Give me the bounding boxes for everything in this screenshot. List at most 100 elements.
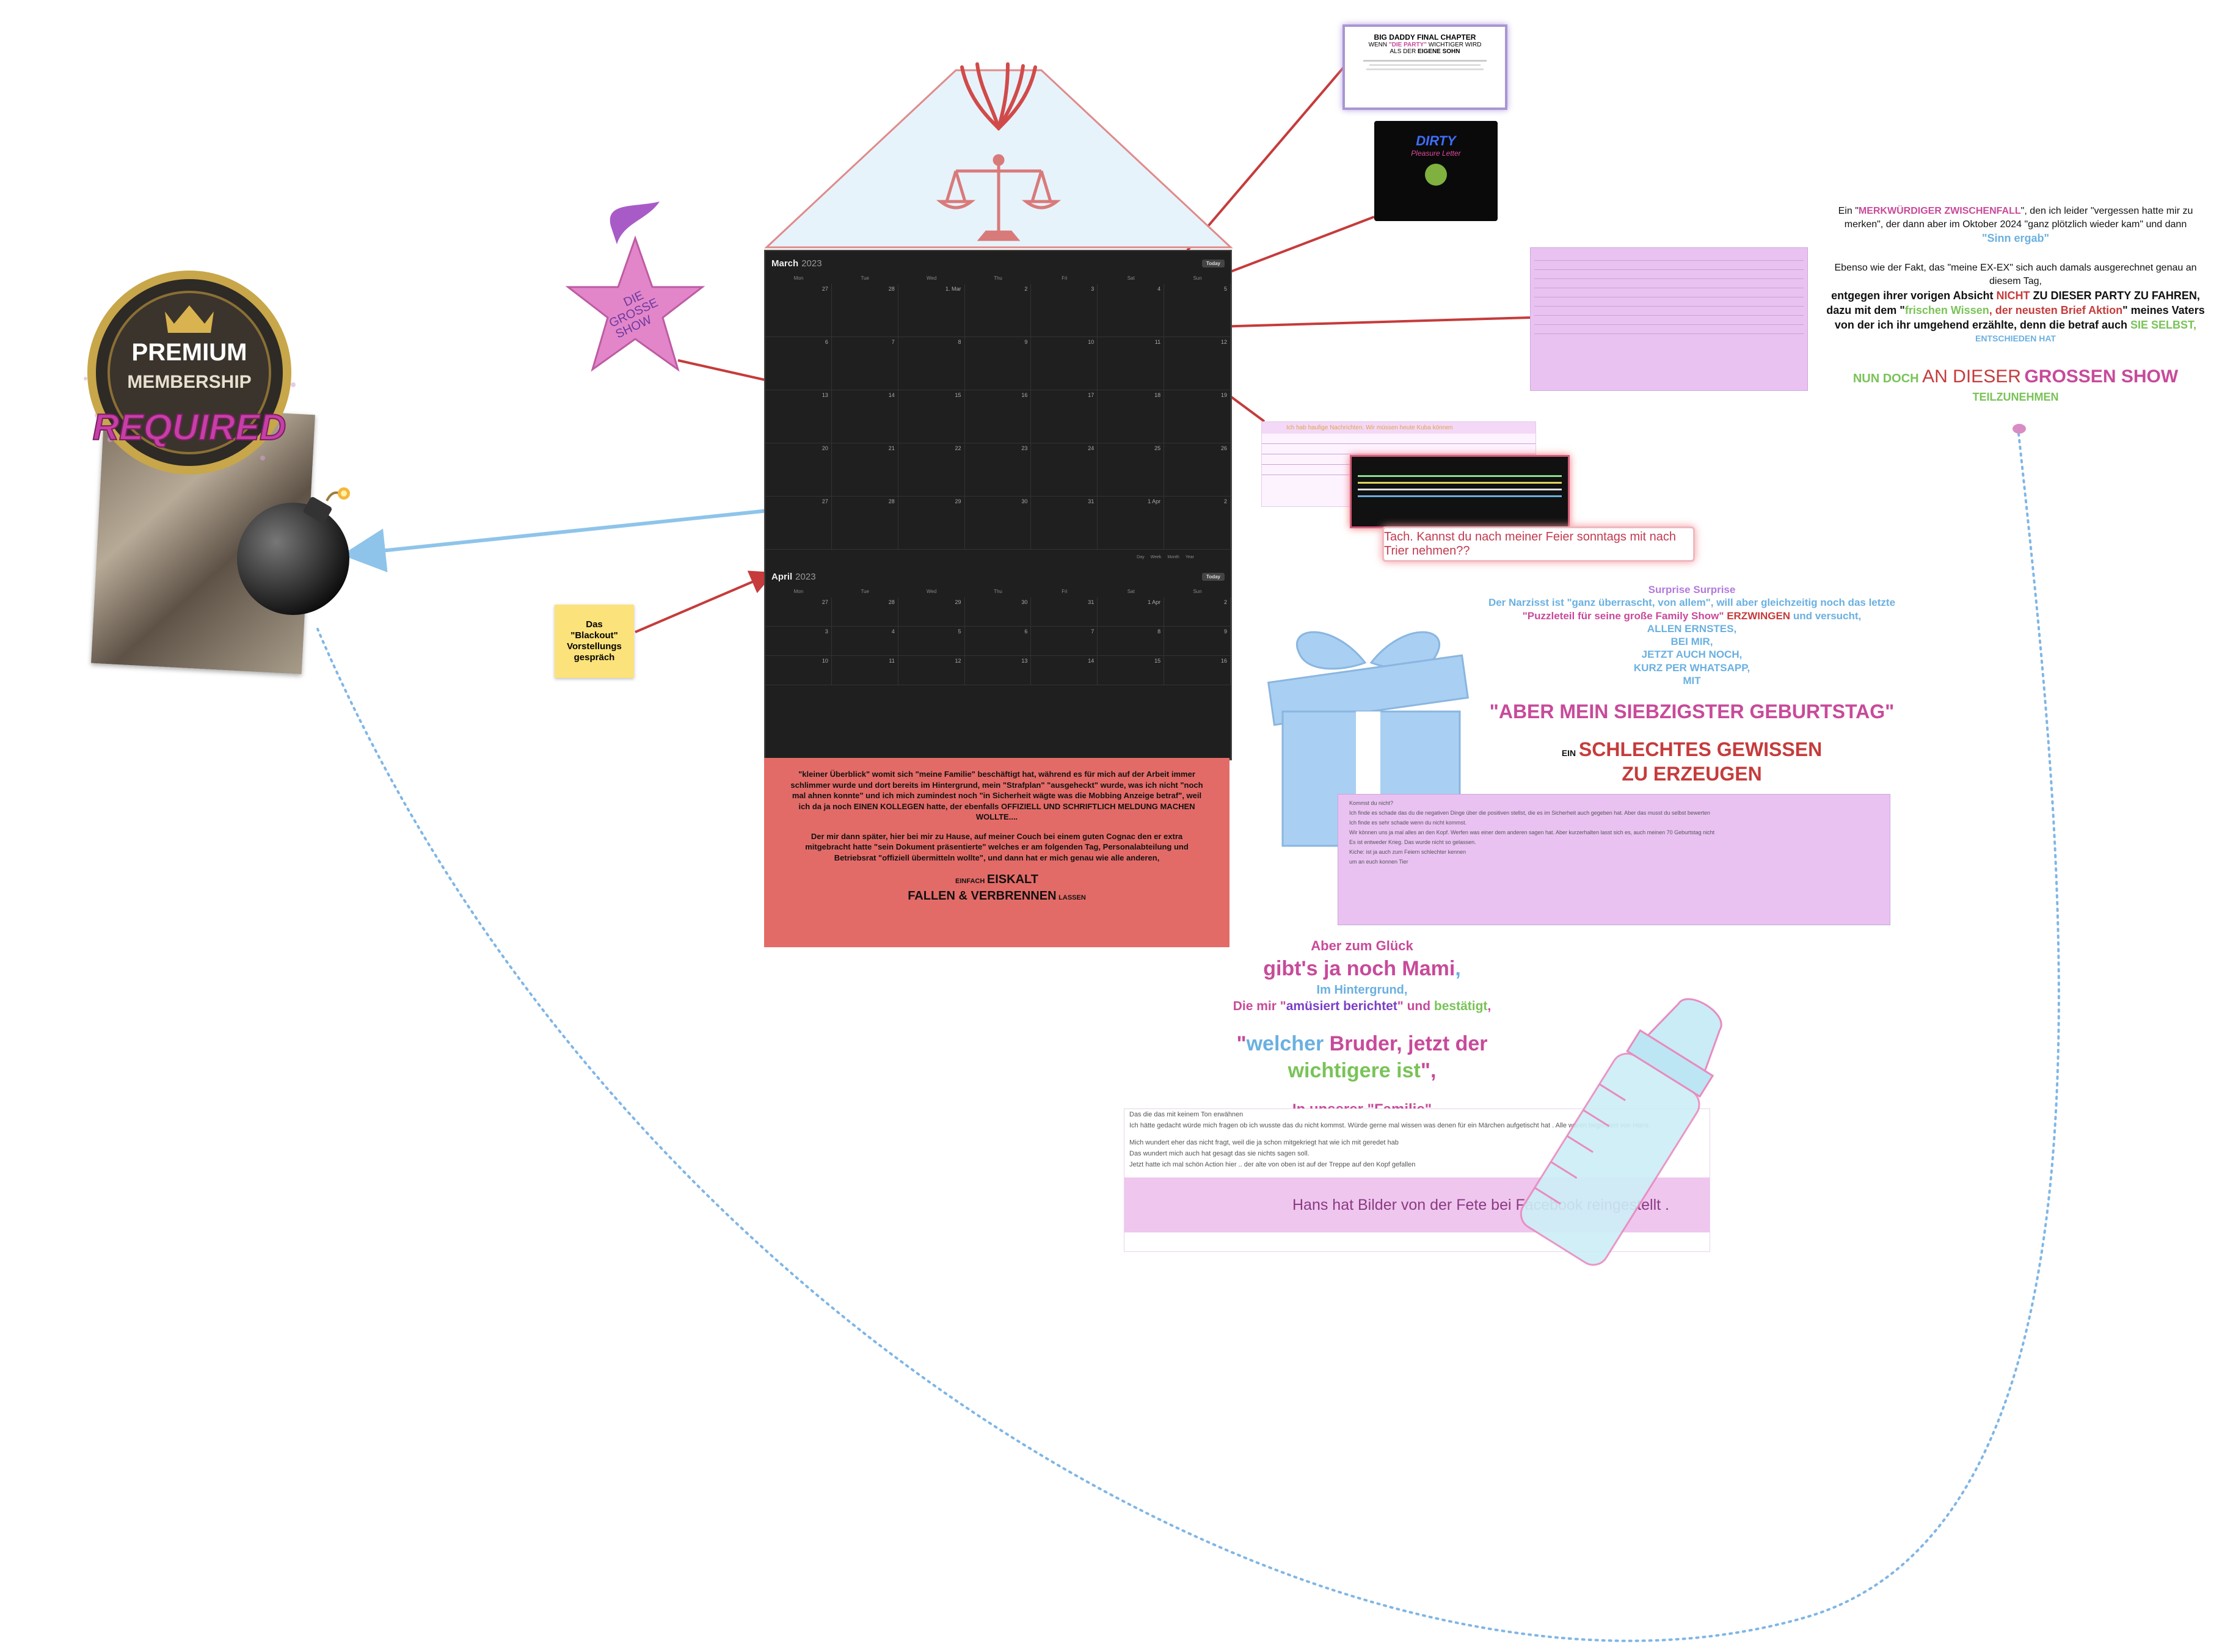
calendar-day-cell[interactable]: 27: [765, 497, 832, 550]
calendar-day-cell[interactable]: 26: [1164, 443, 1231, 497]
dirty-letter-thumbnail[interactable]: DIRTY Pleasure Letter: [1374, 121, 1498, 221]
day-number: 5: [958, 628, 961, 635]
view-button-year[interactable]: Year: [1185, 555, 1194, 559]
calendar-day-cell[interactable]: 30: [964, 497, 1032, 550]
calendar-day-cell[interactable]: 20: [765, 443, 832, 497]
calendar-day-cell[interactable]: 28: [831, 284, 898, 337]
text: BEI MIR,: [1670, 636, 1713, 647]
calendar-day-cell[interactable]: 19: [1164, 390, 1231, 443]
calendar-day-cell[interactable]: 24: [1031, 443, 1098, 497]
calendar-day-cell[interactable]: 2: [964, 284, 1032, 337]
calendar-day-cell[interactable]: 13: [765, 390, 832, 443]
calendar-day-cell[interactable]: 16: [964, 390, 1032, 443]
view-button-month[interactable]: Month: [1167, 555, 1179, 559]
calendar-day-cell[interactable]: 13: [964, 656, 1032, 685]
calendar-day-cell[interactable]: 28: [831, 497, 898, 550]
calendar-day-cell[interactable]: 11: [1098, 337, 1165, 390]
calendar-day-cell[interactable]: 5: [898, 627, 965, 656]
thumb-text: EIGENE SOHN: [1418, 48, 1460, 55]
calendar-day-cell[interactable]: 31: [1031, 597, 1098, 627]
calendar-day-cell[interactable]: 27: [765, 597, 832, 627]
chat-message: Kommst du nicht?: [1349, 800, 1394, 806]
badge-line-1: PREMIUM: [132, 339, 247, 366]
today-button[interactable]: Today: [1202, 259, 1225, 267]
calendar-day-cell[interactable]: 4: [1098, 284, 1165, 337]
today-button[interactable]: Today: [1202, 572, 1225, 581]
calendar-day-cell[interactable]: 30: [964, 597, 1032, 627]
calendar-day-cell[interactable]: 8: [1098, 627, 1165, 656]
day-number: 19: [1220, 392, 1227, 398]
chat-message: Ich hätte gedacht würde mich fragen ob i…: [1129, 1122, 1650, 1129]
calendar-day-cell[interactable]: 15: [1098, 656, 1165, 685]
big-daddy-thumbnail[interactable]: BIG DADDY FINAL CHAPTER WENN "DIE PARTY"…: [1342, 24, 1507, 110]
calendar-day-cell[interactable]: 1 Apr: [1098, 497, 1165, 550]
calendar-day-cell[interactable]: 8: [898, 337, 965, 390]
text: ZU DIESER PARTY ZU FAHREN, dazu mit dem …: [1826, 289, 2200, 316]
calendar-day-cell[interactable]: 28: [831, 597, 898, 627]
calendar-day-cell[interactable]: 7: [1031, 627, 1098, 656]
calendar-day-cell[interactable]: 2: [1164, 497, 1231, 550]
day-number: 1 Apr: [1148, 599, 1161, 605]
text: ",: [1420, 1059, 1437, 1083]
calendar-day-cell[interactable]: 3: [765, 627, 832, 656]
day-number: 23: [1021, 445, 1028, 451]
calendar-day-cell[interactable]: 4: [831, 627, 898, 656]
calendar-day-cell[interactable]: 16: [1164, 656, 1231, 685]
day-number: 8: [1157, 628, 1161, 635]
chat-message: Kiche: ist ja auch zum Feiern schlechter…: [1349, 849, 1466, 855]
calendar-day-cell[interactable]: 9: [1164, 627, 1231, 656]
calendar-day-cell[interactable]: 29: [898, 497, 965, 550]
calendar-day-cell[interactable]: 10: [1031, 337, 1098, 390]
calendar-day-cell[interactable]: 31: [1031, 497, 1098, 550]
calendar-day-cell[interactable]: 22: [898, 443, 965, 497]
view-button-day[interactable]: Day: [1137, 555, 1145, 559]
calendar-day-cell[interactable]: 12: [898, 656, 965, 685]
calendar-day-cell[interactable]: 12: [1164, 337, 1231, 390]
calendar-day-cell[interactable]: 23: [964, 443, 1032, 497]
calendar-day-cell[interactable]: 29: [898, 597, 965, 627]
note-word: FALLEN & VERBRENNEN: [908, 889, 1057, 903]
day-number: 13: [1021, 658, 1028, 664]
year-title: 2023: [795, 571, 816, 582]
calendar-day-cell[interactable]: 14: [1031, 656, 1098, 685]
chat-log-panel: [1530, 247, 1808, 391]
calendar-day-cell[interactable]: 5: [1164, 284, 1231, 337]
weekday-label: Tue: [861, 589, 870, 594]
text: KURZ PER WHATSAPP,: [1633, 661, 1750, 674]
weekday-label: Wed: [926, 589, 937, 594]
calendar-day-cell[interactable]: 3: [1031, 284, 1098, 337]
weekday-label: Sat: [1127, 275, 1135, 281]
calendar-day-cell[interactable]: 27: [765, 284, 832, 337]
calendar-day-cell[interactable]: 1. Mar: [898, 284, 965, 337]
calendar-day-cell[interactable]: 25: [1098, 443, 1165, 497]
calendar-day-cell[interactable]: 1 Apr: [1098, 597, 1165, 627]
calendar-day-cell[interactable]: 11: [831, 656, 898, 685]
calendar-day-cell[interactable]: 18: [1098, 390, 1165, 443]
text: wichtigere ist: [1288, 1059, 1421, 1083]
chat-header: Ich hab haufige Nachrichten. Wir müssen …: [1262, 422, 1535, 434]
calendar-day-cell[interactable]: 7: [831, 337, 898, 390]
mountain-shape: [764, 62, 1233, 249]
calendar-day-cell[interactable]: 17: [1031, 390, 1098, 443]
view-button-week[interactable]: Week: [1150, 555, 1162, 559]
calendar-day-cell[interactable]: 21: [831, 443, 898, 497]
mami-text: Aber zum Glück gibt's ja noch Mami, Im H…: [1148, 937, 1576, 1119]
calendar-day-cell[interactable]: 14: [831, 390, 898, 443]
thumb-text: ALS DER: [1390, 48, 1416, 55]
thumb-title: BIG DADDY FINAL CHAPTER: [1374, 33, 1476, 42]
sticky-note[interactable]: Das "Blackout" Vorstellungs gespräch: [555, 605, 634, 678]
view-switcher: Day Week Month Year: [765, 550, 1231, 564]
calendar-day-cell[interactable]: 6: [964, 627, 1032, 656]
calendar-day-cell[interactable]: 15: [898, 390, 965, 443]
badge-line-2: MEMBERSHIP: [127, 372, 251, 392]
text: Der Narzisst ist "ganz überrascht, von a…: [1488, 597, 1896, 609]
chat-message: Es ist entweder Krieg. Das wurde nicht s…: [1349, 839, 1476, 845]
day-number: 2: [1223, 498, 1227, 504]
calendar-day-cell[interactable]: 6: [765, 337, 832, 390]
text: Ein ": [1838, 206, 1859, 216]
calendar-day-cell[interactable]: 10: [765, 656, 832, 685]
text: entgegen ihrer vorigen Absicht: [1831, 289, 1994, 302]
calendar-day-cell[interactable]: 2: [1164, 597, 1231, 627]
calendar-day-cell[interactable]: 9: [964, 337, 1032, 390]
